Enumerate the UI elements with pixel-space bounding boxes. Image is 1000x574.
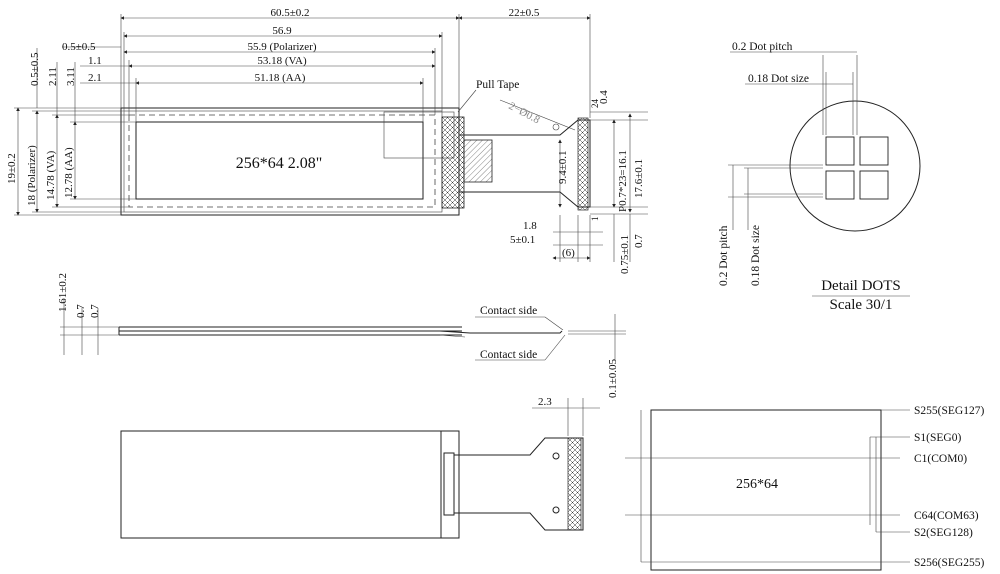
dim-fpc-0-4: 0.4: [598, 90, 610, 104]
dim-fpc-9-4: 9.4±0.1: [557, 150, 569, 184]
detail-dot-pitch-top: 0.2 Dot pitch: [732, 41, 793, 53]
dot-cell: [859, 170, 889, 200]
dim-va-height: 14.78 (VA): [45, 150, 57, 200]
detail-dot-size-top: 0.18 Dot size: [748, 73, 809, 85]
dim-left-2-11: 2.11: [47, 67, 59, 86]
contact-side-bottom: Contact side: [480, 349, 537, 361]
dim-offset-0-5: 0.5±0.5: [62, 41, 96, 53]
matrix-c64: C64(COM63): [914, 510, 979, 522]
dim-offset-2-1: 2.1: [88, 72, 102, 84]
back-view: [120, 398, 600, 539]
dot-cell: [825, 136, 855, 166]
dim-fpc-1-8: 1.8: [523, 220, 537, 232]
dim-56-9: 56.9: [272, 25, 292, 37]
detail-title: Detail DOTS: [821, 278, 901, 294]
detail-dots: [728, 51, 921, 297]
display-label: 256*64 2.08": [236, 155, 323, 172]
front-view: [14, 14, 648, 262]
dim-offset-1-1: 1.1: [88, 55, 102, 67]
dim-back-2-3: 2.3: [538, 396, 552, 408]
matrix-label: 256*64: [736, 477, 778, 492]
dim-fpc-0-7: 0.7: [633, 234, 645, 248]
dim-thickness-0-7-a: 0.7: [75, 304, 87, 318]
dim-thickness: 1.61±0.2: [57, 273, 69, 312]
matrix-c1: C1(COM0): [914, 453, 967, 465]
detail-dot-pitch-left: 0.2 Dot pitch: [718, 225, 730, 286]
matrix-s1: S1(SEG0): [914, 432, 961, 444]
dim-height: 19±0.2: [6, 153, 18, 184]
detail-dot-size-left: 0.18 Dot size: [750, 225, 762, 286]
dim-fpc-5: 5±0.1: [510, 234, 535, 246]
side-view: [60, 300, 626, 361]
dot-grid: [825, 136, 889, 200]
dim-aa-height: 12.78 (AA): [63, 147, 75, 198]
dot-cell: [825, 170, 855, 200]
dim-left-0-5: 0.5±0.5: [29, 52, 41, 86]
dim-fpc-6: (6): [562, 247, 575, 259]
dim-aa-width: 51.18 (AA): [255, 72, 306, 84]
dim-va-width: 53.18 (VA): [257, 55, 307, 67]
matrix-s2: S2(SEG128): [914, 527, 973, 539]
matrix-s255: S255(SEG127): [914, 405, 984, 417]
dim-fpc-17-6: 17.6±0.1: [633, 159, 645, 198]
dim-polarizer-width: 55.9 (Polarizer): [247, 41, 316, 53]
dim-fpc-thickness: 0.1±0.05: [607, 358, 619, 398]
matrix-s256: S256(SEG255): [914, 557, 984, 569]
contact-side-top: Contact side: [480, 305, 537, 317]
dim-fpc-24: 24: [590, 99, 600, 109]
matrix-diagram: [625, 409, 910, 571]
dim-thickness-0-7-b: 0.7: [89, 304, 101, 318]
dim-fpc-pitch: P0.7*23=16.1: [617, 150, 629, 212]
dim-polarizer-height: 18 (Polarizer): [26, 145, 38, 206]
dim-hole: 2−Ø0.8: [507, 100, 543, 127]
dim-fpc-0-75: 0.75±0.1: [619, 235, 631, 274]
dim-fpc-1: 1: [590, 217, 600, 222]
detail-scale: Scale 30/1: [830, 297, 893, 313]
pull-tape-label: Pull Tape: [476, 79, 519, 91]
dot-cell: [859, 136, 889, 166]
dim-fpc-length: 22±0.5: [509, 7, 540, 19]
dim-left-3-11: 3.11: [65, 67, 77, 86]
dim-overall-width: 60.5±0.2: [270, 7, 309, 19]
